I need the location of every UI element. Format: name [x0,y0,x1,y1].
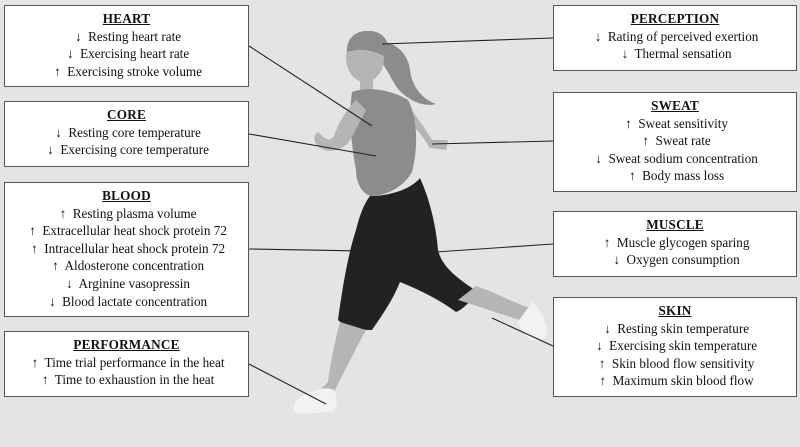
blood-item: ↑ Extracellular heat shock protein 72 [5,222,248,240]
perception-title: PERCEPTION [630,11,720,26]
down-arrow-icon: ↓ [75,28,82,44]
skin-item: ↓ Exercising skin temperature [554,337,796,355]
core-item: ↓ Exercising core temperature [5,141,248,159]
up-arrow-icon: ↑ [603,234,611,250]
down-arrow-icon: ↓ [47,142,54,158]
muscle-box: MUSCLE ↑ Muscle glycogen sparing ↓ Oxyge… [553,211,797,277]
up-arrow-icon: ↑ [29,223,36,239]
runner-back-shoe [518,302,548,341]
skin-item: ↑ Maximum skin blood flow [554,372,796,390]
down-arrow-icon: ↓ [613,252,621,268]
down-arrow-icon: ↓ [595,150,602,166]
leader-line-heart [248,45,373,127]
muscle-item: ↓ Oxygen consumption [554,251,796,269]
muscle-item: ↑ Muscle glycogen sparing [554,234,796,252]
runner-torso [350,89,417,196]
up-arrow-icon: ↑ [599,373,607,389]
sweat-box: SWEAT ↑ Sweat sensitivity ↑ Sweat rate ↓… [553,92,797,192]
blood-item: ↓ Blood lactate concentration [5,293,248,311]
down-arrow-icon: ↓ [596,338,603,354]
leader-line-blood [248,248,419,253]
leader-line-muscle [435,243,554,253]
heart-box: HEART ↓ Resting heart rate ↓ Exercising … [4,5,249,87]
down-arrow-icon: ↓ [621,46,629,62]
heart-item: ↓ Resting heart rate [5,28,248,46]
skin-box: SKIN ↓ Resting skin temperature ↓ Exerci… [553,297,797,397]
core-title: CORE [107,107,146,122]
sweat-item: ↑ Sweat sensitivity [554,115,796,133]
heart-item: ↓ Exercising heart rate [5,45,248,63]
down-arrow-icon: ↓ [55,124,62,140]
up-arrow-icon: ↑ [54,63,61,79]
up-arrow-icon: ↑ [629,168,636,184]
blood-item: ↑ Intracellular heat shock protein 72 [5,240,248,258]
skin-item: ↑ Skin blood flow sensitivity [554,355,796,373]
up-arrow-icon: ↑ [625,115,632,131]
down-arrow-icon: ↓ [49,293,56,309]
down-arrow-icon: ↓ [594,28,602,44]
up-arrow-icon: ↑ [52,258,59,274]
runner-hair [346,30,389,56]
up-arrow-icon: ↑ [598,355,606,371]
leader-line-performance [248,363,327,405]
leader-line-core [248,133,377,157]
sweat-item: ↑ Sweat rate [554,132,796,150]
down-arrow-icon: ↓ [67,46,74,62]
up-arrow-icon: ↑ [31,240,38,256]
blood-box: BLOOD ↑ Resting plasma volume ↑ Extracel… [4,182,249,317]
perception-item: ↓ Rating of perceived exertion [554,28,796,46]
runner-shorts [338,178,478,330]
leader-line-skin [491,317,554,347]
core-box: CORE ↓ Resting core temperature ↓ Exerci… [4,101,249,167]
heart-item: ↑ Exercising stroke volume [5,63,248,81]
performance-title: PERFORMANCE [73,337,180,352]
heart-title: HEART [102,11,151,26]
sweat-item: ↓ Sweat sodium concentration [554,150,796,168]
blood-item: ↑ Resting plasma volume [5,205,248,223]
blood-item: ↑ Aldosterone concentration [5,257,248,275]
runner-back-leg [458,286,530,320]
blood-item: ↓ Arginine vasopressin [5,275,248,293]
down-arrow-icon: ↓ [604,320,611,336]
leader-line-sweat [431,140,554,145]
performance-item: ↑ Time to exhaustion in the heat [5,371,248,389]
perception-item: ↓ Thermal sensation [554,45,796,63]
up-arrow-icon: ↑ [31,354,39,370]
runner-ponytail [372,41,436,105]
skin-item: ↓ Resting skin temperature [554,320,796,338]
down-arrow-icon: ↓ [66,275,73,291]
up-arrow-icon: ↑ [41,372,49,388]
performance-item: ↑ Time trial performance in the heat [5,354,248,372]
blood-title: BLOOD [102,188,151,203]
skin-title: SKIN [658,303,692,318]
muscle-title: MUSCLE [646,217,704,232]
runner-front-arm [314,100,366,151]
sweat-title: SWEAT [651,98,699,113]
perception-box: PERCEPTION ↓ Rating of perceived exertio… [553,5,797,71]
leader-line-perception [381,37,554,45]
performance-box: PERFORMANCE ↑ Time trial performance in … [4,331,249,397]
up-arrow-icon: ↑ [642,133,649,149]
runner-front-shoe [294,388,337,414]
up-arrow-icon: ↑ [59,205,67,221]
runner-front-leg [314,322,366,396]
core-item: ↓ Resting core temperature [5,124,248,142]
sweat-item: ↑ Body mass loss [554,167,796,185]
